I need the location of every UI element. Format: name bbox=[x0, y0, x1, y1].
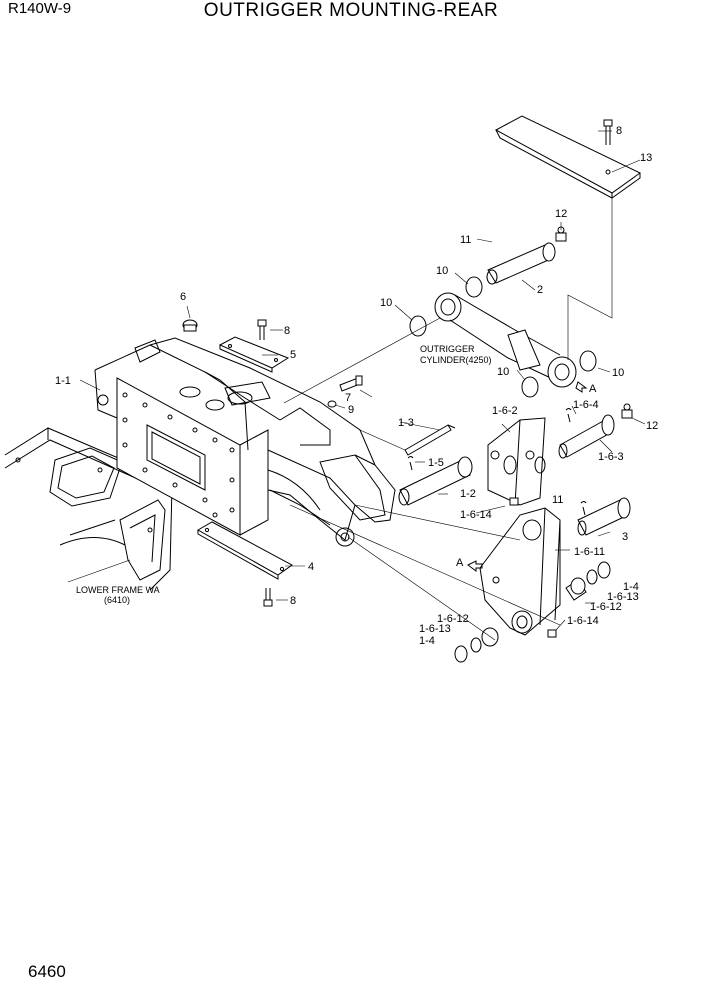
split-pin-1-6-4 bbox=[565, 408, 572, 423]
bolt-8-bottom bbox=[263, 588, 273, 607]
callout-1-6-11: 1-6-11 bbox=[574, 546, 605, 558]
callout-1-1: 1-1 bbox=[55, 375, 71, 387]
callout-4: 4 bbox=[308, 561, 314, 573]
bolt-7 bbox=[339, 375, 363, 392]
callout-labels: 8 13 12 11 10 2 10 10 10 A 6 8 5 1-1 7 9… bbox=[55, 125, 658, 647]
callout-8-bottom: 8 bbox=[290, 595, 296, 607]
beam-assembly-drawing bbox=[94, 337, 396, 547]
bushing-1-6-12-left bbox=[481, 627, 499, 647]
callout-10-b: 10 bbox=[380, 297, 392, 309]
bracket-1-6-2-drawing bbox=[487, 417, 546, 506]
callout-10-c: 10 bbox=[497, 366, 509, 378]
frame-note-line2: (6410) bbox=[104, 595, 130, 605]
callout-7: 7 bbox=[345, 392, 351, 404]
bushing-1-6-12-right bbox=[565, 577, 587, 601]
plate-13-drawing bbox=[494, 115, 641, 199]
plate-4-drawing bbox=[196, 521, 293, 580]
pin-1-2-drawing bbox=[398, 456, 473, 506]
callout-1-6-4: 1-6-4 bbox=[573, 399, 599, 411]
callout-1-6-14-bottom: 1-6-14 bbox=[567, 615, 599, 627]
callout-1-6-12-right: 1-6-12 bbox=[590, 601, 622, 613]
model-code: R140W-9 bbox=[8, 0, 72, 17]
callout-11-top: 11 bbox=[460, 234, 471, 246]
ring-1-4-right bbox=[597, 561, 611, 579]
split-pin-11-lower bbox=[580, 501, 587, 516]
leader-lines bbox=[67, 130, 646, 641]
callout-1-6-13-left: 1-6-13 bbox=[419, 623, 451, 635]
callout-10-d: 10 bbox=[612, 367, 624, 379]
callout-1-2: 1-2 bbox=[460, 488, 476, 500]
ring-10-d bbox=[579, 350, 597, 372]
callout-11-lower: 11 bbox=[552, 494, 563, 506]
page-number: 6460 bbox=[28, 962, 66, 981]
ring-1-4-left bbox=[454, 645, 468, 663]
callout-8-top: 8 bbox=[616, 125, 622, 137]
view-arrow-a-upper bbox=[575, 381, 588, 393]
callout-1-4-right: 1-4 bbox=[623, 581, 639, 593]
bolt-8-middle bbox=[257, 319, 267, 340]
callout-1-6-3: 1-6-3 bbox=[598, 451, 624, 463]
cover-5-drawing bbox=[218, 336, 290, 373]
split-pin-1-5 bbox=[407, 456, 414, 471]
callout-1-6-12-left: 1-6-12 bbox=[437, 613, 469, 625]
seal-1-6-13-right bbox=[586, 569, 598, 585]
callout-12-top: 12 bbox=[555, 208, 567, 220]
callout-8-middle: 8 bbox=[284, 325, 290, 337]
callout-3: 3 bbox=[622, 531, 628, 543]
cylinder-note-line1: OUTRIGGER bbox=[420, 344, 475, 354]
callout-1-6-13-right: 1-6-13 bbox=[607, 591, 639, 603]
ring-10-c bbox=[521, 376, 539, 398]
callout-12-right: 12 bbox=[646, 420, 658, 432]
nipple-1-6-14-bottom bbox=[547, 629, 557, 638]
ring-10-b bbox=[409, 315, 427, 337]
pin-3-drawing bbox=[577, 497, 631, 536]
callout-13: 13 bbox=[640, 152, 652, 164]
callout-10-a: 10 bbox=[436, 265, 448, 277]
callout-5: 5 bbox=[290, 349, 296, 361]
callout-a-lower: A bbox=[456, 557, 464, 569]
washer-9 bbox=[327, 400, 337, 408]
pin-1-6-3-drawing bbox=[558, 414, 615, 459]
grease-nipple-12-right bbox=[621, 403, 633, 419]
cylinder-note-line2: CYLINDER(4250) bbox=[420, 355, 492, 365]
link-1-6-11-drawing bbox=[479, 507, 561, 636]
callout-1-6-2: 1-6-2 bbox=[492, 405, 518, 417]
reference-notes: OUTRIGGER CYLINDER(4250) LOWER FRAME WA … bbox=[76, 344, 492, 605]
callout-6: 6 bbox=[180, 291, 186, 303]
plug-6 bbox=[182, 319, 198, 332]
callout-2: 2 bbox=[537, 284, 543, 296]
pin-2-drawing bbox=[486, 242, 556, 285]
view-arrow-a-lower bbox=[467, 560, 483, 572]
callout-1-3: 1-3 bbox=[398, 417, 414, 429]
ring-10-a bbox=[465, 276, 483, 298]
bolt-8-top bbox=[603, 119, 613, 145]
callout-1-6-14-top: 1-6-14 bbox=[460, 509, 492, 521]
page-title: OUTRIGGER MOUNTING-REAR bbox=[203, 0, 499, 21]
seal-1-6-13-left bbox=[470, 637, 482, 653]
callout-a-upper: A bbox=[589, 383, 597, 395]
callout-1-4-left: 1-4 bbox=[419, 635, 435, 647]
callout-9: 9 bbox=[348, 404, 354, 416]
nipple-1-6-14-top bbox=[509, 497, 519, 506]
frame-note-line1: LOWER FRAME WA bbox=[76, 585, 160, 595]
pin-1-3-drawing bbox=[404, 424, 456, 456]
callout-1-5: 1-5 bbox=[428, 457, 444, 469]
outrigger-cylinder-drawing bbox=[434, 292, 577, 388]
